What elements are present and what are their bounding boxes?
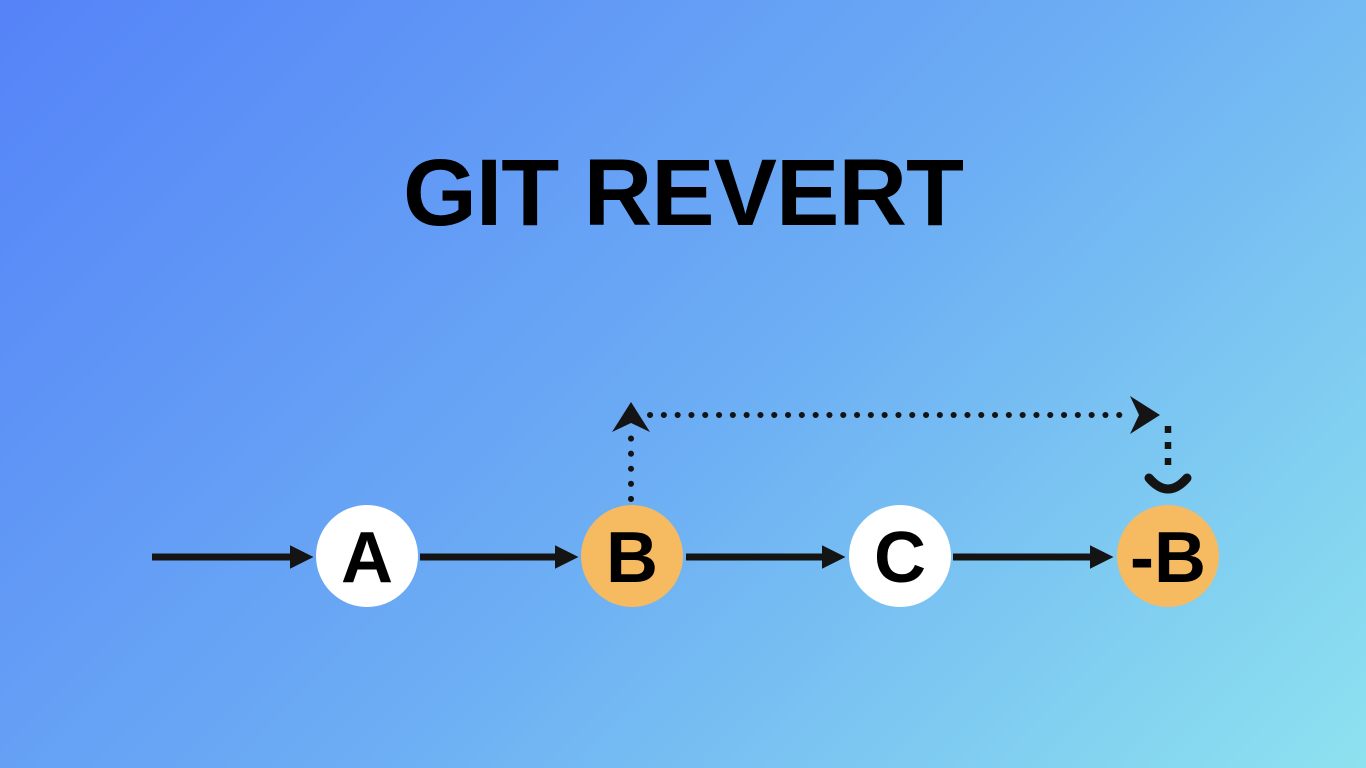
commit-node-c: C [849,505,951,607]
commit-node-c-circle [849,505,951,607]
commit-node-a-label: A [341,518,393,598]
commit-node-a-circle [316,505,418,607]
commit-node-b-label: B [606,518,658,598]
commit-node-b: B [581,505,683,607]
commit-node-a: A [316,505,418,607]
diagram-title: GIT REVERT [402,140,964,246]
commit-node-c-label: C [874,518,926,598]
commit-node-negb-circle [1117,505,1219,607]
commit-node-b-circle [581,505,683,607]
arrowhead-right-icon [1130,396,1160,434]
arrowhead-down-icon [1144,473,1192,494]
commit-node-negb: -B [1117,505,1219,607]
commit-node-negb-label: -B [1130,518,1206,598]
arrowhead-up-icon [612,402,650,432]
